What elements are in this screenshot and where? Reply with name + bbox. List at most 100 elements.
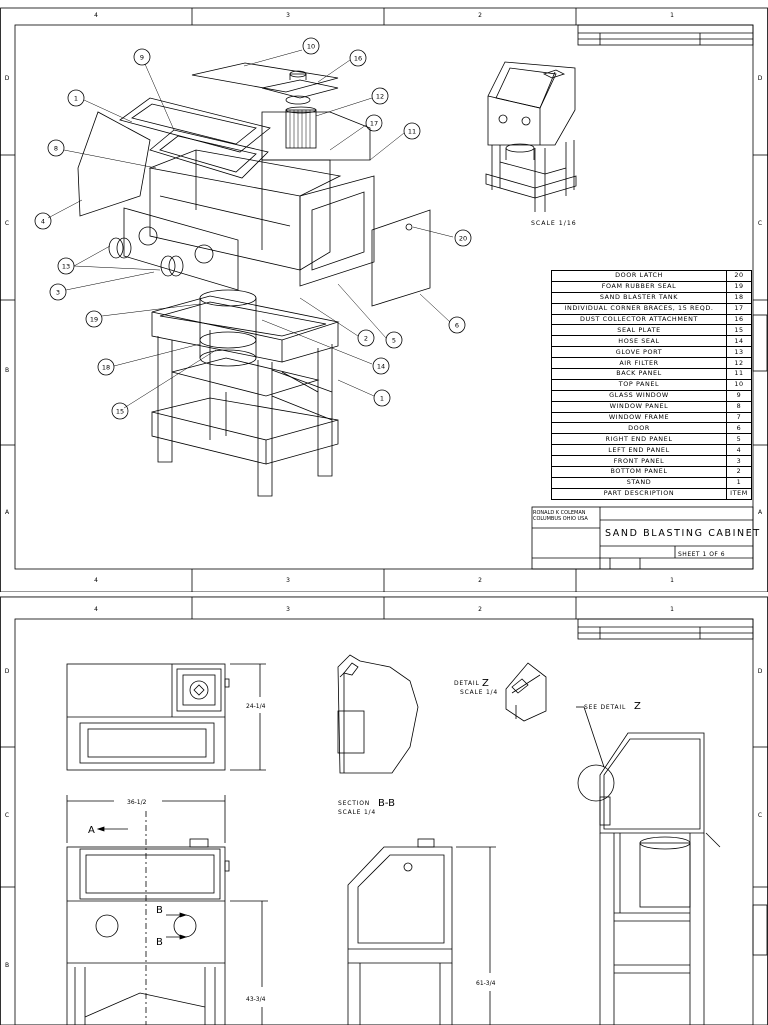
section-marker-b2: B (156, 937, 163, 948)
s2-zone-row-c-left: C (5, 812, 9, 819)
part-description: BACK PANEL (551, 368, 727, 380)
zone-col-2-top: 2 (478, 12, 482, 19)
dim-top-height: 24-1/4 (246, 703, 266, 710)
part-item-number: 14 (726, 335, 752, 348)
balloon-18: 18 (102, 364, 110, 372)
part-description: FRONT PANEL (551, 455, 727, 468)
part-item-number: 1 (726, 476, 752, 489)
part-item-number: ITEM (726, 487, 752, 500)
s2-zone-row-d-left: D (5, 668, 10, 675)
sheet-2-linework: 4 3 2 1 D C B D C DETAIL SCALE 1/4 SEE D… (0, 597, 768, 1025)
part-description: WINDOW PANEL (551, 400, 727, 413)
zone-col-4-top: 4 (94, 12, 98, 19)
part-description: DOOR LATCH (551, 270, 727, 282)
part-description: GLASS WINDOW (551, 389, 727, 402)
part-item-number: 13 (726, 346, 752, 359)
balloon-3: 3 (56, 289, 60, 297)
zone-col-1-top: 1 (670, 12, 674, 19)
balloon-6: 6 (455, 322, 459, 330)
detail-label: DETAIL (454, 680, 480, 687)
drawing-title: SAND BLASTING CABINET (605, 528, 761, 539)
part-description: AIR FILTER (551, 357, 727, 370)
part-description: PART DESCRIPTION (551, 487, 727, 500)
see-detail-letter: Z (634, 701, 641, 712)
part-item-number: 5 (726, 433, 752, 446)
detail-letter: Z (482, 678, 489, 689)
section-marker-b1: B (156, 905, 163, 916)
s2-zone-row-b-left: B (5, 962, 9, 969)
balloon-9: 9 (140, 54, 144, 62)
part-item-number: 17 (726, 302, 752, 315)
balloon-19: 19 (90, 316, 98, 324)
part-item-number: 16 (726, 313, 752, 326)
part-description: DUST COLLECTOR ATTACHMENT (551, 313, 727, 326)
part-description: DOOR (551, 422, 727, 435)
balloon-13: 13 (62, 263, 70, 271)
dim-width: 36-1/2 (127, 799, 147, 806)
zone-row-d-left: D (5, 75, 10, 82)
part-description: FOAM RUBBER SEAL (551, 280, 727, 293)
balloon-16: 16 (354, 55, 362, 63)
section-label: SECTION (338, 800, 370, 807)
part-item-number: 20 (726, 270, 752, 282)
part-item-number: 6 (726, 422, 752, 435)
drawing-sheet-2: 4 3 2 1 D C B D C DETAIL SCALE 1/4 SEE D… (0, 596, 768, 1025)
balloon-17: 17 (370, 120, 378, 128)
part-item-number: 2 (726, 466, 752, 478)
part-item-number: 9 (726, 389, 752, 402)
zone-row-c-right: C (758, 220, 762, 227)
part-item-number: 7 (726, 411, 752, 424)
part-description: STAND (551, 476, 727, 489)
part-description: HOSE SEAL (551, 335, 727, 348)
detail-scale: SCALE 1/4 (460, 689, 498, 696)
zone-col-2-bottom: 2 (478, 577, 482, 584)
sheet-1-linework: 10 16 12 17 11 9 1 8 4 13 3 20 6 5 2 14 … (0, 7, 768, 592)
s2-zone-col-1: 1 (670, 606, 674, 613)
dim-side-height: 61-3/4 (476, 980, 496, 987)
balloon-1b: 1 (380, 395, 384, 403)
zone-row-d-right: D (758, 75, 763, 82)
part-description: SAND BLASTER TANK (551, 291, 727, 304)
part-description: SEAL PLATE (551, 324, 727, 337)
zone-col-4-bottom: 4 (94, 577, 98, 584)
part-description: LEFT END PANEL (551, 444, 727, 457)
zone-col-1-bottom: 1 (670, 577, 674, 584)
part-description: TOP PANEL (551, 378, 727, 391)
part-item-number: 11 (726, 368, 752, 380)
balloon-10: 10 (307, 43, 315, 51)
section-scale: SCALE 1/4 (338, 809, 376, 816)
sheet-number: SHEET 1 OF 6 (678, 551, 726, 558)
part-description: GLOVE PORT (551, 346, 727, 359)
s2-zone-col-2: 2 (478, 606, 482, 613)
part-item-number: 8 (726, 400, 752, 413)
zone-row-a-left: A (5, 509, 10, 516)
part-item-number: 18 (726, 291, 752, 304)
part-item-number: 19 (726, 280, 752, 293)
section-letter: B-B (378, 798, 395, 809)
balloon-1a: 1 (74, 95, 78, 103)
iso-view-scale: SCALE 1/16 (531, 220, 577, 227)
zone-col-3-bottom: 3 (286, 577, 290, 584)
part-description: BOTTOM PANEL (551, 466, 727, 478)
balloon-15: 15 (116, 408, 124, 416)
balloon-2: 2 (364, 335, 368, 343)
s2-zone-row-d-right: D (758, 668, 763, 675)
author-name: RONALD K COLEMAN (533, 510, 586, 516)
part-item-number: 3 (726, 455, 752, 468)
part-item-number: 10 (726, 378, 752, 391)
